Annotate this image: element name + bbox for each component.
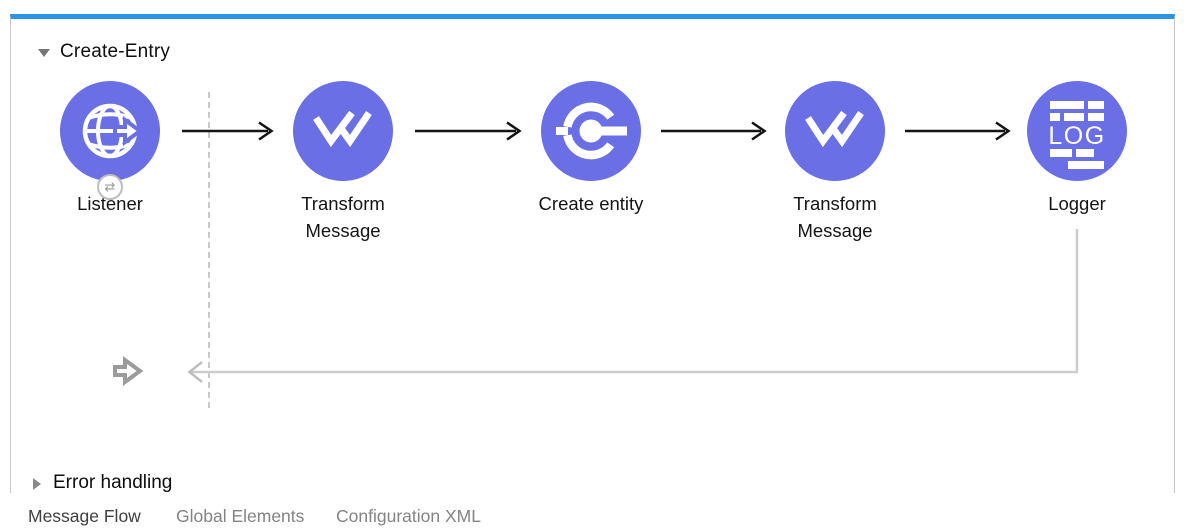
flow-node-create-entity[interactable]: Create entity <box>511 81 671 217</box>
exchange-badge-icon: ⇄ <box>97 174 123 200</box>
node-label-transform-message: Transform Message <box>301 193 385 241</box>
transform-message-icon <box>785 81 885 181</box>
error-handling-label: Error handling <box>53 472 173 493</box>
tab-global-elements[interactable]: Global Elements <box>176 506 305 526</box>
create-entity-icon <box>541 81 641 181</box>
node-label-transform-message: Transform Message <box>793 193 877 241</box>
tab-message-flow[interactable]: Message Flow <box>28 506 141 526</box>
error-handling-toggle[interactable]: Error handling <box>33 471 172 495</box>
tab-configuration-xml[interactable]: Configuration XML <box>336 506 481 526</box>
scope-divider-dashed-line <box>208 92 210 408</box>
logger-icon-text: LOG <box>1048 122 1105 150</box>
node-label-listener: Listener <box>77 193 143 214</box>
flow-collapse-toggle[interactable]: Create-Entry <box>38 40 170 64</box>
http-listener-icon <box>60 81 160 181</box>
flow-node-transform-message-1[interactable]: Transform Message <box>263 81 423 244</box>
expand-triangle-icon <box>33 477 41 490</box>
flow-node-response[interactable] <box>60 321 160 426</box>
node-label-create-entity: Create entity <box>538 193 644 214</box>
flow-node-logger[interactable]: LOG Logger <box>997 81 1157 217</box>
http-response-icon <box>60 321 160 426</box>
collapse-triangle-icon <box>38 48 50 57</box>
flow-title: Create-Entry <box>60 41 171 62</box>
transform-message-icon <box>293 81 393 181</box>
editor-tabs: Message Flow Global Elements Configurati… <box>0 506 1200 530</box>
flow-node-transform-message-2[interactable]: Transform Message <box>755 81 915 244</box>
logger-icon: LOG <box>1027 81 1127 181</box>
exchange-badge-glyph: ⇄ <box>104 179 116 195</box>
node-label-logger: Logger <box>1048 193 1106 214</box>
flow-node-listener[interactable]: ⇄ Listener <box>30 81 190 217</box>
